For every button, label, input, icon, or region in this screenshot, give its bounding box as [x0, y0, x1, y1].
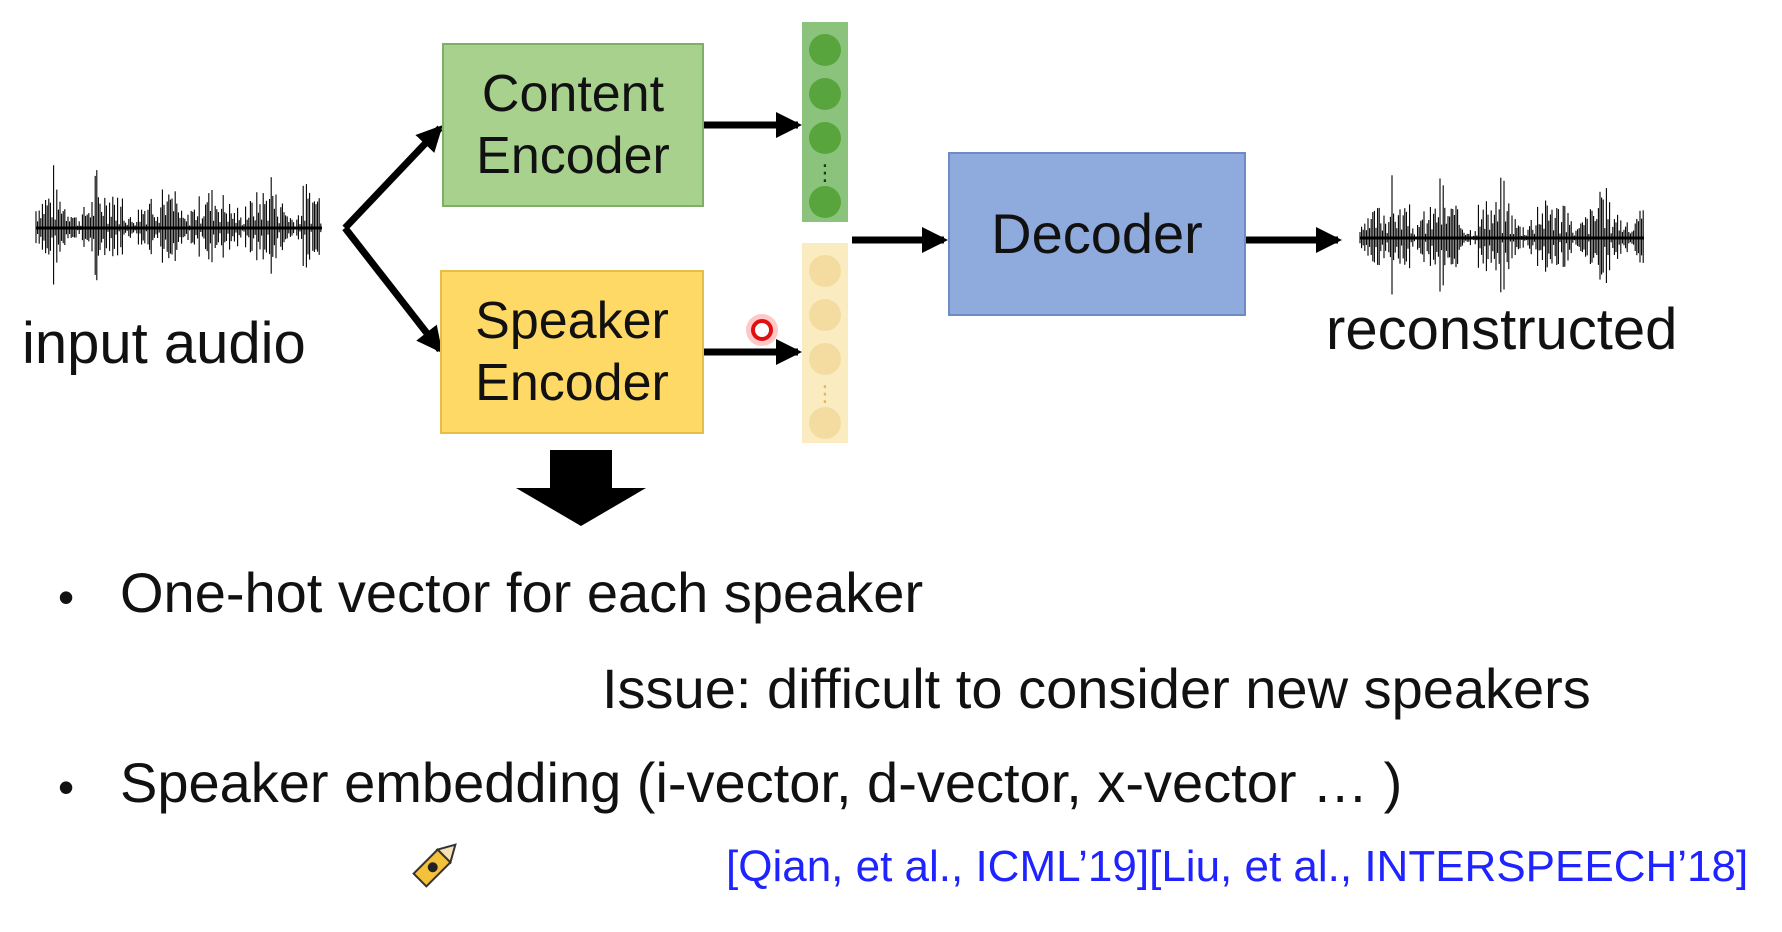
vector-ellipsis: ⋮ [814, 381, 836, 406]
vector-element [809, 255, 841, 287]
decoder-label: Decoder [991, 202, 1203, 266]
down-arrow-icon [516, 450, 646, 526]
arrow-to-content-encoder [342, 125, 443, 231]
arrow-to-speaker-encoder [342, 225, 443, 354]
decoder-box: Decoder [948, 152, 1246, 316]
bullet-speaker-embedding: Speaker embedding (i-vector, d-vector, x… [120, 751, 1403, 814]
content-encoder-box: Content Encoder [442, 43, 704, 207]
speaker-vector: ⋮ [802, 243, 848, 443]
speaker-encoder-box: Speaker Encoder [440, 270, 704, 434]
pencil-cursor-icon [412, 843, 457, 888]
vector-element [809, 299, 841, 331]
reconstructed-label: reconstructed [1326, 297, 1678, 362]
waveform-input-icon [35, 165, 322, 285]
bullet-one-hot: One-hot vector for each speaker [120, 561, 924, 624]
speaker-encoder-line1: Speaker [475, 291, 669, 350]
citation-link[interactable]: [Qian, et al., ICML’19][Liu, et al., INT… [726, 842, 1749, 891]
bullet-marker: • [58, 571, 75, 623]
vector-element [809, 186, 841, 218]
waveform-output-icon [1359, 175, 1644, 295]
bullet-marker: • [58, 761, 75, 813]
vector-element [809, 343, 841, 375]
laser-pointer-icon [746, 314, 778, 346]
input-audio-label: input audio [22, 311, 306, 376]
vector-element [809, 122, 841, 154]
vector-element [809, 34, 841, 66]
content-vector: ⋮ [802, 22, 848, 222]
issue-text: Issue: difficult to consider new speaker… [602, 657, 1591, 720]
vector-element [809, 78, 841, 110]
content-encoder-line1: Content [481, 64, 665, 123]
content-encoder-line2: Encoder [476, 127, 670, 185]
speaker-encoder-line2: Encoder [475, 354, 669, 412]
vector-ellipsis: ⋮ [814, 160, 836, 185]
vector-element [809, 407, 841, 439]
